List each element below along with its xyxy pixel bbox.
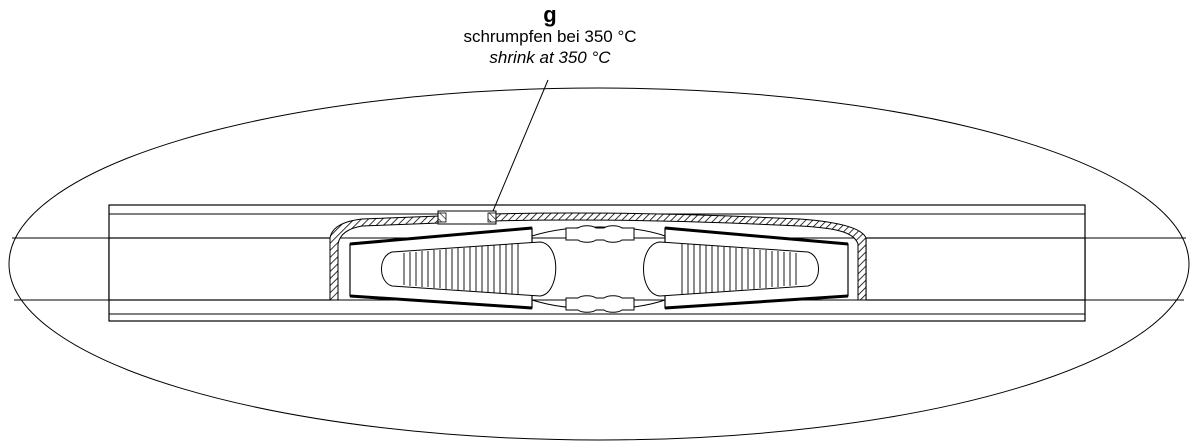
left-sleeve-edge-top (349, 226, 533, 246)
right-crimp-ridges (681, 243, 797, 295)
right-sleeve-edge-bottom (664, 294, 849, 310)
left-crimp-ridges (403, 243, 519, 295)
small-shrink-band-end-left (437, 212, 447, 223)
annotation-label: g schrumpfen bei 350 °C shrink at 350 °C (420, 4, 680, 68)
right-crimp-paddle (643, 241, 819, 297)
left-cable (108, 237, 332, 301)
step-letter: g (543, 2, 557, 27)
small-shrink-band (437, 210, 497, 225)
detail-ellipse (8, 87, 1190, 441)
right-sleeve-edge-top (664, 226, 849, 246)
top-ferrule (565, 225, 635, 243)
bottom-ferrule (565, 295, 635, 313)
conductor-upper (531, 226, 666, 237)
annotation-leader-line (492, 79, 549, 212)
label-german: schrumpfen bei 350 °C (463, 27, 637, 46)
small-shrink-band-end-right (487, 212, 497, 223)
right-cable (865, 237, 1086, 301)
left-sleeve-edge-bottom (349, 294, 533, 310)
label-english: shrink at 350 °C (489, 48, 611, 67)
